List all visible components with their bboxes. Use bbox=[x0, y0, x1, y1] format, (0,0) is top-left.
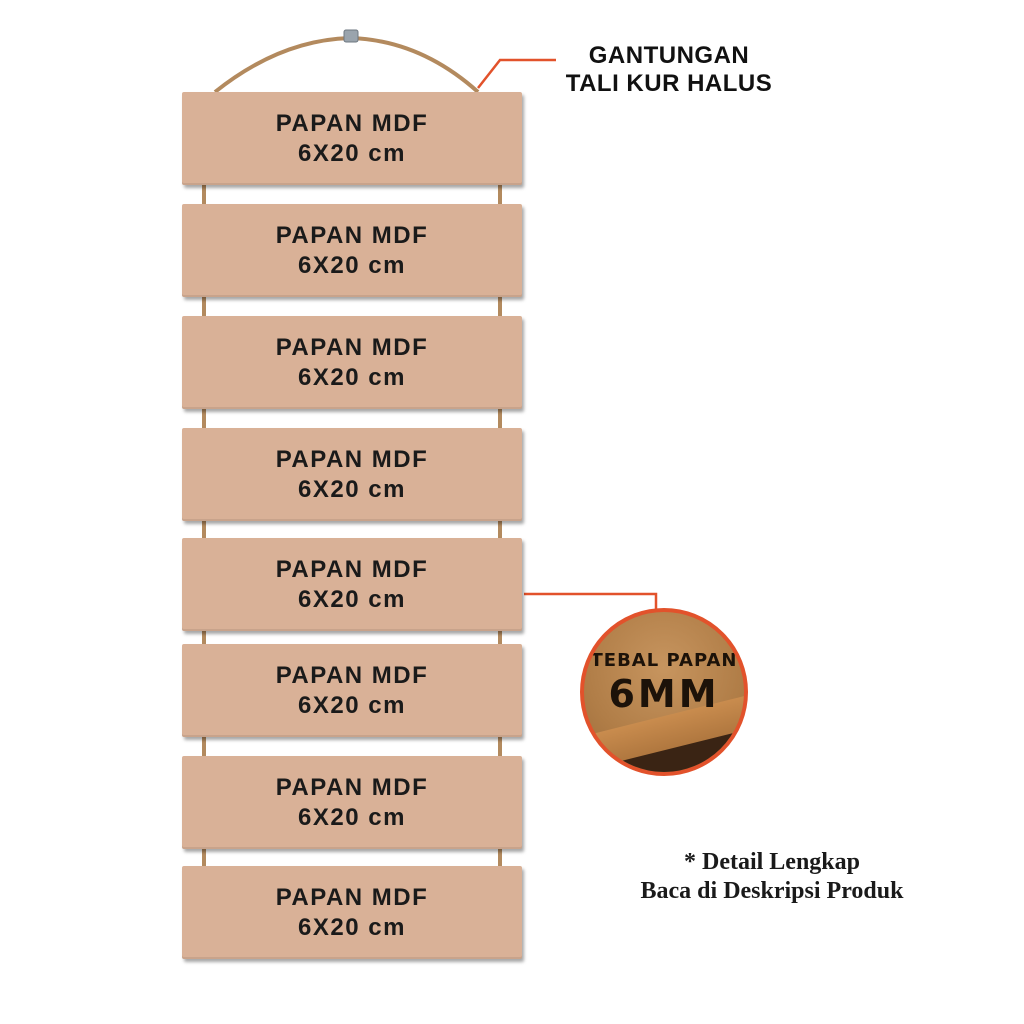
board-title: PAPAN MDF bbox=[275, 109, 429, 137]
board-title: PAPAN MDF bbox=[275, 221, 429, 249]
rope-pointer-line bbox=[477, 58, 556, 89]
board-title: PAPAN MDF bbox=[275, 333, 429, 361]
board-size: 6X20 cm bbox=[298, 585, 406, 613]
board-title: PAPAN MDF bbox=[275, 883, 429, 911]
rope-callout: GANTUNGAN TALI KUR HALUS bbox=[556, 42, 782, 98]
board-cords bbox=[202, 185, 502, 866]
nail-icon bbox=[343, 29, 359, 43]
rope-callout-line2: TALI KUR HALUS bbox=[565, 70, 773, 97]
hanging-rope bbox=[213, 35, 480, 94]
board-title: PAPAN MDF bbox=[275, 555, 429, 583]
board-size: 6X20 cm bbox=[298, 363, 406, 391]
board-size: 6X20 cm bbox=[298, 803, 406, 831]
board-title: PAPAN MDF bbox=[275, 661, 429, 689]
badge-value: 6MM bbox=[608, 672, 720, 716]
board-title: PAPAN MDF bbox=[275, 445, 429, 473]
detail-note-line2: Baca di Deskripsi Produk bbox=[640, 878, 904, 904]
board-title: PAPAN MDF bbox=[275, 773, 429, 801]
board-size: 6X20 cm bbox=[298, 139, 406, 167]
board-size: 6X20 cm bbox=[298, 691, 406, 719]
badge-label: TEBAL PAPAN bbox=[590, 650, 738, 671]
rope-callout-line1: GANTUNGAN bbox=[588, 42, 750, 69]
thickness-badge: TEBAL PAPAN 6MM bbox=[580, 608, 748, 776]
board-size: 6X20 cm bbox=[298, 475, 406, 503]
thickness-pointer-line bbox=[524, 592, 658, 612]
board-size: 6X20 cm bbox=[298, 251, 406, 279]
board-size: 6X20 cm bbox=[298, 913, 406, 941]
detail-note-line1: * Detail Lengkap bbox=[683, 849, 860, 875]
detail-note: * Detail Lengkap Baca di Deskripsi Produ… bbox=[612, 848, 932, 906]
